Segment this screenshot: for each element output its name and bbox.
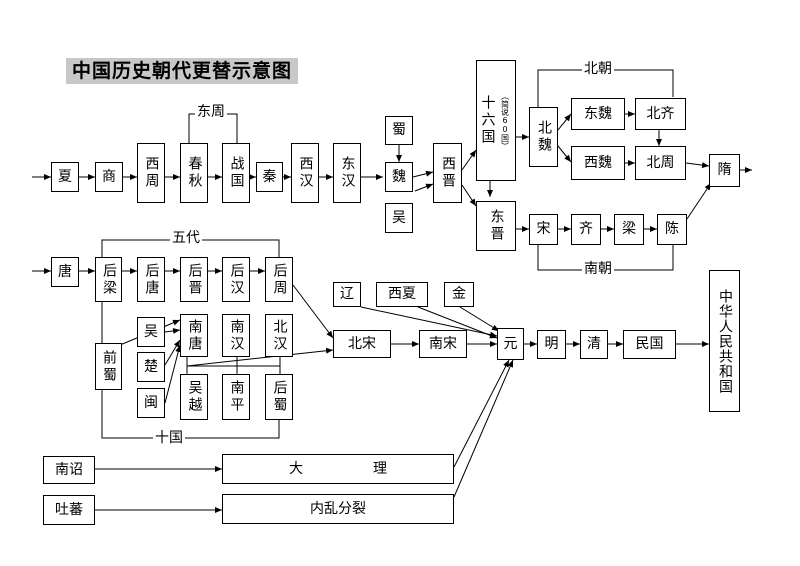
node-xijin: 西晋: [433, 143, 462, 203]
node-nanhan: 南汉: [222, 314, 250, 357]
node-beiwei: 北魏: [529, 107, 558, 167]
node-houhan: 后汉: [222, 257, 250, 302]
node-qin: 秦: [256, 162, 283, 192]
node-dali: 大 理: [222, 454, 454, 484]
shiliuguo-name: 十六国: [479, 95, 496, 146]
node-qing: 清: [580, 330, 608, 359]
node-dongwei: 东魏: [571, 98, 625, 130]
node-prc: 中华人民共和国: [709, 270, 740, 412]
node-min: 闽: [137, 388, 165, 418]
node-chu: 楚: [137, 352, 165, 382]
node-nanping: 南平: [222, 374, 250, 420]
label-shiguo: 十国: [153, 430, 185, 446]
node-nantang: 南唐: [180, 314, 208, 357]
node-minguo: 民国: [623, 330, 676, 359]
node-shu: 蜀: [385, 116, 413, 145]
node-beizhou: 北周: [635, 146, 686, 180]
node-beiqi: 北齐: [635, 98, 686, 130]
node-houjin: 后晋: [180, 257, 208, 302]
label-nanchao: 南朝: [582, 261, 614, 277]
page-title: 中国历史朝代更替示意图: [66, 58, 298, 84]
node-xixia: 西夏: [376, 282, 428, 307]
node-liao: 辽: [333, 282, 361, 307]
node-nanzhao: 南诏: [43, 456, 95, 484]
node-tang: 唐: [51, 257, 79, 287]
node-jin: 金: [444, 282, 474, 307]
node-sui: 隋: [709, 154, 740, 187]
node-houzhou: 后周: [265, 257, 293, 302]
label-dongzhou: 东周: [195, 104, 227, 120]
shiliuguo-note: （简说60国）: [500, 91, 510, 150]
node-shiliuguo: 十六国 （简说60国）: [476, 60, 516, 181]
node-qianshu: 前蜀: [95, 343, 122, 390]
node-qi-south: 齐: [571, 214, 601, 245]
node-xiwei: 西魏: [571, 146, 625, 180]
label-beichao: 北朝: [582, 61, 614, 77]
label-wudai: 五代: [170, 230, 202, 246]
node-wuyue: 吴越: [180, 374, 208, 420]
node-houtang: 后唐: [137, 257, 165, 302]
node-beisong: 北宋: [333, 330, 391, 358]
node-liang-south: 梁: [614, 214, 644, 245]
node-wu: 吴: [385, 203, 413, 233]
node-chen-south: 陈: [657, 214, 687, 245]
node-xizhou: 西周: [137, 143, 165, 203]
node-wu-ten: 吴: [137, 317, 165, 347]
node-xia: 夏: [51, 162, 79, 192]
node-neiluan: 内乱分裂: [222, 494, 454, 524]
node-shang: 商: [95, 162, 123, 192]
node-nansong: 南宋: [419, 330, 467, 358]
node-houliang: 后梁: [95, 257, 122, 302]
node-houshu: 后蜀: [265, 374, 293, 420]
node-beihan: 北汉: [265, 314, 293, 357]
node-chunqiu: 春秋: [180, 143, 208, 203]
node-tubo: 吐蕃: [43, 495, 95, 525]
node-donghan: 东汉: [333, 143, 361, 203]
node-song-south: 宋: [529, 214, 558, 245]
node-yuan: 元: [497, 328, 524, 360]
node-dongjin: 东晋: [476, 201, 516, 251]
node-wei: 魏: [385, 162, 413, 192]
node-xihan: 西汉: [291, 143, 319, 203]
node-ming: 明: [537, 330, 566, 359]
node-zhanguo: 战国: [222, 143, 250, 203]
